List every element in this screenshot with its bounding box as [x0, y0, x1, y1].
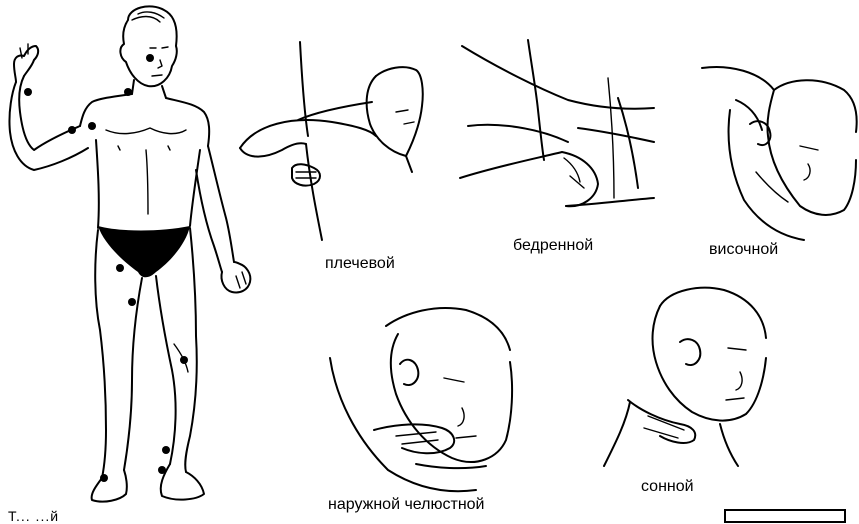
label-carotid: сонной: [641, 479, 694, 495]
pressure-point-subclavian: [88, 122, 96, 130]
label-femoral: бедренной: [513, 238, 593, 254]
panel-brachial: [236, 40, 436, 255]
pressure-point-carotid: [124, 88, 132, 96]
panel-facial: [326, 298, 536, 498]
pressure-point-tibial: [162, 446, 170, 454]
pressure-point-popliteal: [180, 356, 188, 364]
label-facial: наружной челюстной: [328, 497, 485, 513]
pressure-point-brachial: [68, 126, 76, 134]
pressure-point-axillary: [24, 88, 32, 96]
pressure-point-thigh: [128, 298, 136, 306]
body-figure: [0, 0, 270, 518]
label-brachial: плечевой: [325, 256, 395, 272]
panel-carotid: [600, 282, 780, 472]
panel-femoral: [458, 38, 658, 238]
label-temporal: височной: [709, 242, 778, 258]
pressure-point-foot: [158, 466, 166, 474]
bottom-caption-fragment: Т... ...й: [8, 508, 59, 524]
pressure-point-ankle: [100, 474, 108, 482]
pressure-point-femoral: [116, 264, 124, 272]
empty-box: [724, 509, 846, 523]
pressure-point-temporal: [146, 54, 154, 62]
panel-temporal: [700, 60, 859, 250]
